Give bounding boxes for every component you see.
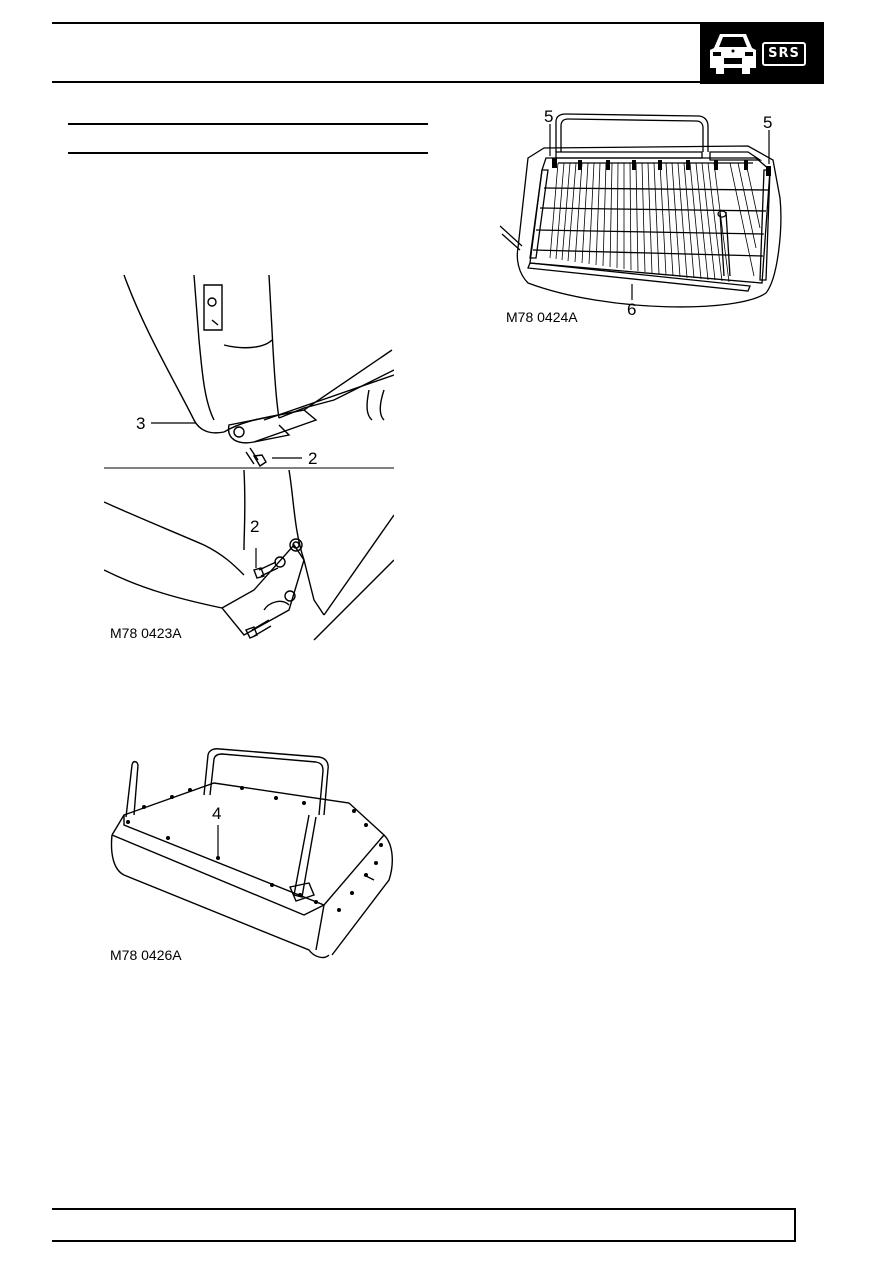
figure-seat-base-clips: 5 5 6 M78 0424A [498,108,788,328]
figure-seat-cushion-underside: 4 M78 0426A [104,745,404,975]
seat-base-illustration [499,113,782,308]
srs-badge: SRS [700,22,824,84]
callout-2-lower: 2 [250,517,260,536]
seat-hinge-illustration [103,274,395,641]
section-rule-1 [68,123,428,125]
callout-2-upper: 2 [308,449,318,468]
car-front-icon [710,34,756,74]
header-top-rule [52,22,824,24]
callout-5-right: 5 [763,113,773,132]
figure-seat-hinge: 3 2 2 M78 0423A [103,270,395,655]
cushion-underside-illustration [110,748,393,959]
footer-box [52,1208,796,1242]
callout-5-left: 5 [544,107,554,126]
figure-code: M78 0423A [110,625,182,641]
callout-6: 6 [627,300,637,319]
figure-code: M78 0426A [110,947,182,963]
header-bottom-rule [52,81,824,83]
callout-4: 4 [212,804,222,823]
callout-3: 3 [136,414,146,433]
figure-code: M78 0424A [506,309,578,325]
section-rule-2 [68,152,428,154]
srs-label: SRS [762,42,806,66]
